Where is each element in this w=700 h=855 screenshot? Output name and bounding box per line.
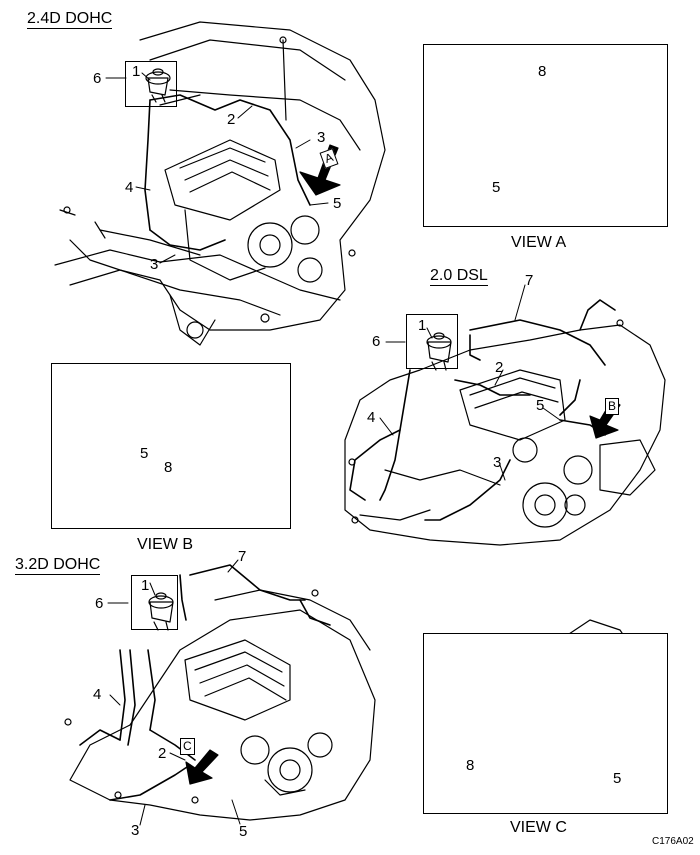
- view-c-panel: [423, 633, 668, 814]
- view-a-panel: [423, 44, 668, 227]
- callout-24-3-top: 3: [317, 129, 326, 146]
- callout-20-6: 6: [372, 333, 381, 350]
- callout-20-7: 7: [525, 272, 534, 289]
- callout-32-4: 4: [93, 686, 102, 703]
- view-c-caption: VIEW C: [510, 819, 567, 836]
- reservoir-32-drawing: [148, 592, 174, 631]
- callout-24-3-bottom: 3: [150, 256, 159, 273]
- section-title-32-dohc: 3.2D DOHC: [15, 556, 101, 575]
- callout-32-2: 2: [158, 745, 167, 762]
- engine-bay-20-drawing: [344, 299, 666, 546]
- view-b-panel: [51, 363, 291, 529]
- callout-32-5: 5: [239, 823, 248, 840]
- callout-24-2: 2: [227, 111, 236, 128]
- reservoir-box-32: [131, 575, 178, 630]
- section-title-24-dohc: 2.4D DOHC: [27, 10, 113, 29]
- callout-24-4: 4: [125, 179, 134, 196]
- callout-24-5: 5: [333, 195, 342, 212]
- engine-bay-32-drawing: [64, 564, 376, 821]
- reservoir-box-24: [125, 61, 177, 107]
- figure-code: C176A02: [652, 836, 694, 847]
- view-c-arrow-drawing: [185, 749, 219, 785]
- callout-32-7: 7: [238, 548, 247, 565]
- reservoir-24-drawing: [145, 68, 171, 103]
- callout-view-a-8: 8: [538, 63, 547, 80]
- callout-view-b-8: 8: [164, 459, 173, 476]
- section-title-20-dsl: 2.0 DSL: [430, 267, 488, 286]
- callout-24-6: 6: [93, 70, 102, 87]
- callout-24-1: 1: [132, 63, 141, 80]
- view-c-arrow-letter: C: [180, 738, 195, 755]
- callout-20-2: 2: [495, 359, 504, 376]
- callout-20-3: 3: [493, 454, 502, 471]
- callout-view-b-5: 5: [140, 445, 149, 462]
- callout-32-3: 3: [131, 822, 140, 839]
- callout-view-c-5: 5: [613, 770, 622, 787]
- callout-32-1: 1: [141, 577, 150, 594]
- view-a-caption: VIEW A: [511, 234, 567, 251]
- reservoir-box-20: [406, 314, 458, 369]
- callout-20-5: 5: [536, 397, 545, 414]
- callout-view-c-8: 8: [466, 757, 475, 774]
- callout-20-4: 4: [367, 409, 376, 426]
- view-b-arrow-letter: B: [605, 398, 620, 415]
- engine-bay-24-drawing: [54, 21, 386, 346]
- callout-20-1: 1: [418, 317, 427, 334]
- callout-view-a-5: 5: [492, 179, 501, 196]
- view-b-caption: VIEW B: [137, 536, 194, 553]
- callout-32-6: 6: [95, 595, 104, 612]
